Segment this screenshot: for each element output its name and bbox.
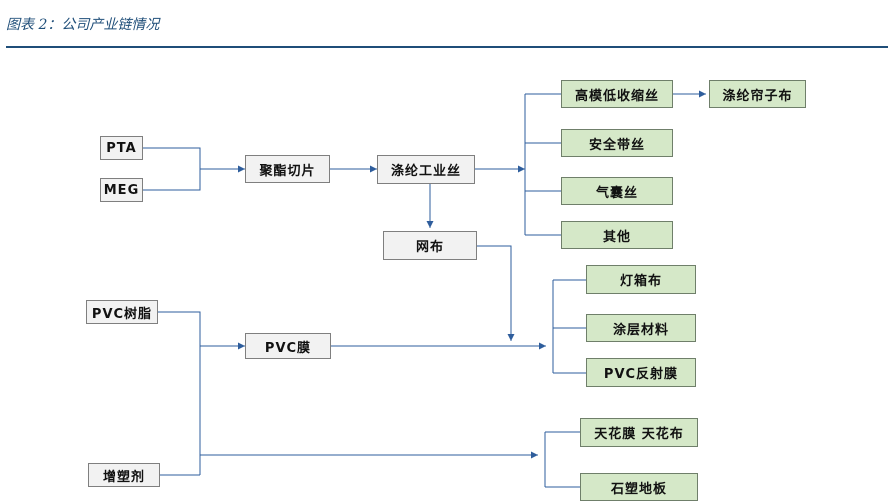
arrow-mesh-down	[477, 245, 515, 341]
caption-rule	[6, 46, 888, 48]
node-pvc-film: PVC膜	[245, 333, 331, 359]
node-pta: PTA	[100, 136, 143, 160]
node-other: 其他	[561, 221, 673, 249]
node-stone-plastic-floor: 石塑地板	[580, 473, 698, 501]
node-hmls-yarn: 高模低收缩丝	[561, 80, 673, 108]
node-mesh: 网布	[383, 231, 477, 260]
node-tire-cord: 涤纶帘子布	[709, 80, 806, 108]
node-polyester-chip: 聚酯切片	[245, 155, 330, 183]
node-seatbelt-yarn: 安全带丝	[561, 129, 673, 157]
line-pvc-resin	[158, 311, 201, 475]
node-lightbox-cloth: 灯箱布	[586, 265, 696, 294]
node-plasticizer: 增塑剂	[88, 463, 160, 487]
line-pta	[143, 147, 201, 169]
node-meg: MEG	[100, 178, 143, 202]
line-meg	[143, 169, 201, 191]
node-pvc-reflective-film: PVC反射膜	[586, 358, 696, 387]
figure-caption: 图表 2：公司产业链情况	[6, 17, 160, 33]
node-polyester-yarn: 涤纶工业丝	[377, 155, 475, 184]
node-ceiling-film: 天花膜 天花布	[580, 418, 698, 447]
node-pvc-resin: PVC树脂	[86, 300, 158, 324]
node-airbag-yarn: 气囊丝	[561, 177, 673, 205]
node-coated-material: 涂层材料	[586, 314, 696, 342]
